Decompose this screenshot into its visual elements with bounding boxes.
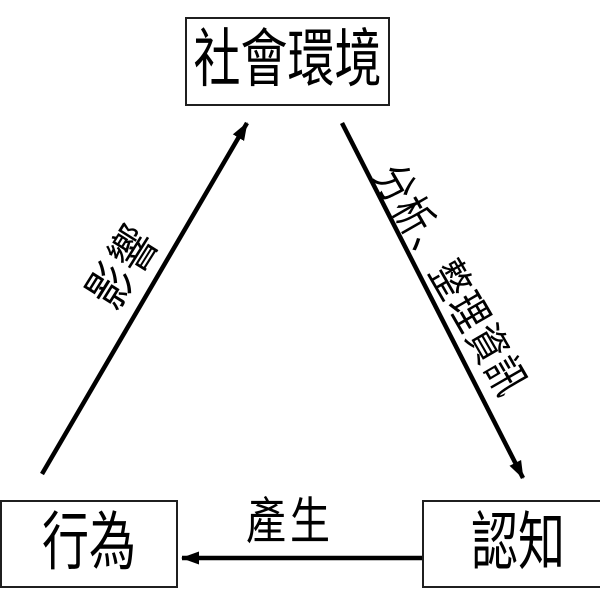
node-cognition-label: 認知 bbox=[471, 508, 565, 579]
node-social-environment: 社會環境 bbox=[185, 17, 390, 106]
node-social-environment-label: 社會環境 bbox=[193, 25, 382, 96]
arrow-environment-to-cognition bbox=[339, 121, 526, 480]
node-behavior-label: 行為 bbox=[42, 508, 136, 579]
edge-label-produce: 產生 bbox=[246, 493, 334, 550]
node-behavior: 行為 bbox=[0, 500, 178, 588]
node-cognition: 認知 bbox=[422, 500, 600, 588]
arrow-behavior-to-environment bbox=[40, 121, 249, 476]
